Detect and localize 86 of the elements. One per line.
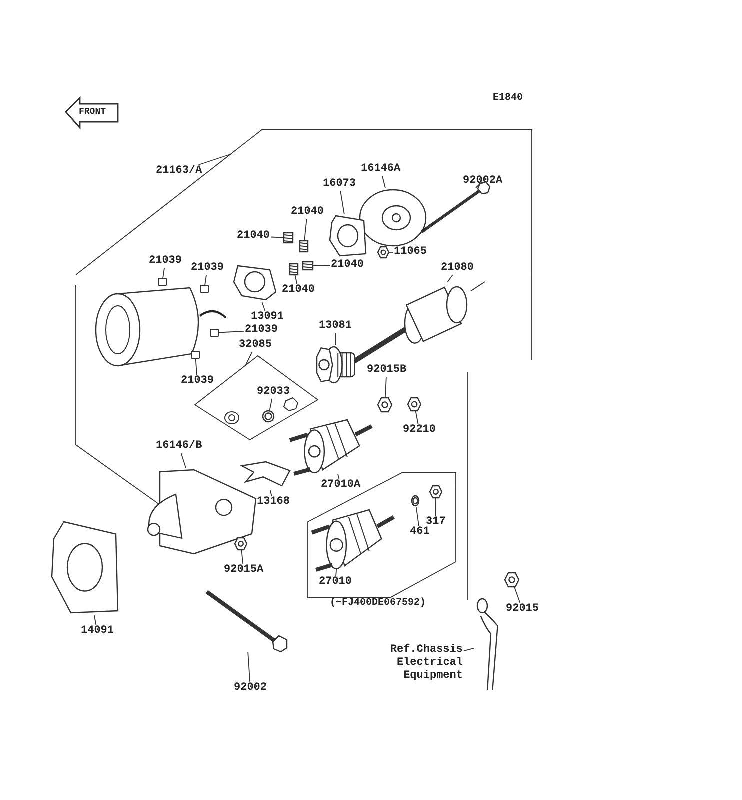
leader-line — [340, 190, 345, 214]
part-number: 92015B — [366, 364, 408, 377]
part-number: 92210 — [402, 424, 438, 437]
part-number: 21080 — [440, 262, 476, 275]
nut-drawing — [430, 486, 442, 498]
nut-drawing — [378, 398, 392, 412]
leader-line — [447, 274, 454, 282]
part-number: 21040 — [236, 230, 272, 243]
leader-line — [382, 176, 386, 188]
leader-line — [270, 490, 272, 496]
part-number: 92002A — [462, 175, 504, 188]
washer-drawing — [411, 495, 420, 507]
solenoid-drawing — [290, 418, 372, 474]
part-number: 21039 — [190, 262, 226, 275]
leader-line — [336, 568, 338, 576]
terminal — [191, 351, 200, 359]
leader-line — [335, 332, 336, 346]
leader-line — [198, 154, 232, 166]
leader-line — [218, 330, 244, 334]
part-number: 13168 — [256, 496, 292, 509]
leader-line — [464, 648, 474, 652]
part-number: 13081 — [318, 320, 354, 333]
spring-drawing — [300, 241, 308, 252]
part-number: 92002 — [233, 682, 268, 695]
washer-drawing — [262, 410, 275, 423]
part-number: 21039 — [244, 324, 280, 337]
nut-drawing — [505, 573, 519, 587]
leader-line — [269, 398, 273, 410]
leader-line — [180, 452, 186, 468]
clutch-drawing — [315, 345, 357, 385]
leader-line — [270, 236, 284, 238]
leader-line — [204, 274, 207, 286]
leader-line — [195, 358, 198, 376]
part-number: 11065 — [393, 246, 428, 259]
leader-line — [338, 474, 340, 480]
nut-drawing — [408, 398, 421, 411]
leader-line — [304, 218, 308, 242]
part-number: 27010A — [320, 479, 362, 492]
leader-line — [388, 252, 394, 253]
reference-note: Ref.Chassis Electrical Equipment — [370, 644, 464, 683]
terminal — [200, 285, 209, 293]
part-number: 13091 — [250, 311, 286, 324]
part-number: 92015A — [223, 564, 265, 577]
part-number: 32085 — [238, 339, 274, 352]
part-number: 16146/B — [155, 440, 204, 453]
leader-line — [262, 302, 266, 312]
bolt-drawing — [420, 182, 490, 234]
nut-drawing — [378, 247, 389, 258]
part-number: 21039 — [148, 255, 184, 268]
plate-drawing — [328, 214, 368, 258]
part-number: 21040 — [290, 206, 326, 219]
leader-line — [248, 652, 251, 682]
bolt-drawing — [205, 590, 287, 652]
terminal — [158, 278, 167, 286]
part-number: 27010 — [318, 576, 354, 589]
nut-drawing — [235, 538, 247, 550]
part-number: 14091 — [80, 625, 116, 638]
direction-label: FRONT — [79, 107, 106, 117]
leader-line — [94, 614, 97, 626]
serial-note: (~FJ400DE067592) — [330, 598, 426, 609]
leader-line — [241, 550, 244, 564]
solenoid-drawing — [312, 508, 394, 570]
leader-line — [312, 265, 330, 266]
leader-line — [416, 506, 420, 526]
part-number: 21039 — [180, 375, 216, 388]
part-number: 16146A — [360, 163, 402, 176]
leader-line — [246, 352, 253, 366]
part-number: 92015 — [505, 603, 540, 616]
drawing-code: E1840 — [493, 93, 524, 104]
part-number: 16073 — [322, 178, 358, 191]
part-number: 92033 — [256, 386, 292, 399]
leader-line — [162, 268, 165, 278]
spring-drawing — [284, 233, 293, 243]
terminal — [210, 329, 219, 337]
part-number: 461 — [409, 526, 431, 539]
part-number: 21163/A — [155, 165, 204, 178]
leader-line — [384, 376, 387, 398]
leader-line — [514, 586, 521, 604]
spring-drawing — [290, 264, 298, 275]
plate-drawing — [50, 520, 120, 615]
part-number: 21040 — [330, 259, 366, 272]
leader-line — [435, 498, 436, 516]
leader-line — [415, 410, 419, 424]
spring-drawing — [303, 262, 313, 270]
part-number: 21040 — [281, 284, 316, 297]
leader-line — [294, 274, 298, 284]
